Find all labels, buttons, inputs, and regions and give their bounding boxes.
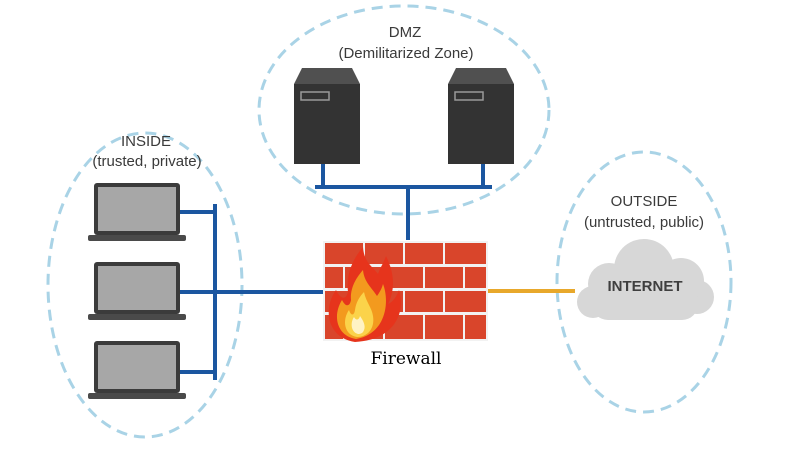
inside-title: INSIDE bbox=[121, 133, 171, 150]
laptop-icon bbox=[88, 262, 186, 320]
outside-zone-boundary bbox=[555, 150, 733, 414]
inside-network-links bbox=[180, 204, 325, 380]
firewall-label: Firewall bbox=[371, 349, 442, 369]
laptop-icon bbox=[88, 341, 186, 399]
inside-subtitle: (trusted, private) bbox=[92, 153, 201, 170]
flame-icon bbox=[328, 247, 401, 342]
server-icon bbox=[294, 68, 360, 164]
dmz-zone-boundary bbox=[257, 4, 551, 216]
outside-subtitle: (untrusted, public) bbox=[584, 214, 704, 231]
internet-label: INTERNET bbox=[608, 278, 683, 295]
dmz-title: DMZ bbox=[389, 24, 422, 41]
dmz-subtitle: (Demilitarized Zone) bbox=[338, 45, 473, 62]
server-icon bbox=[448, 68, 514, 164]
inside-zone-boundary bbox=[46, 131, 244, 439]
cloud-icon bbox=[577, 239, 714, 320]
dmz-network-links bbox=[315, 162, 492, 240]
laptop-icon bbox=[88, 183, 186, 241]
outside-title: OUTSIDE bbox=[611, 193, 678, 210]
